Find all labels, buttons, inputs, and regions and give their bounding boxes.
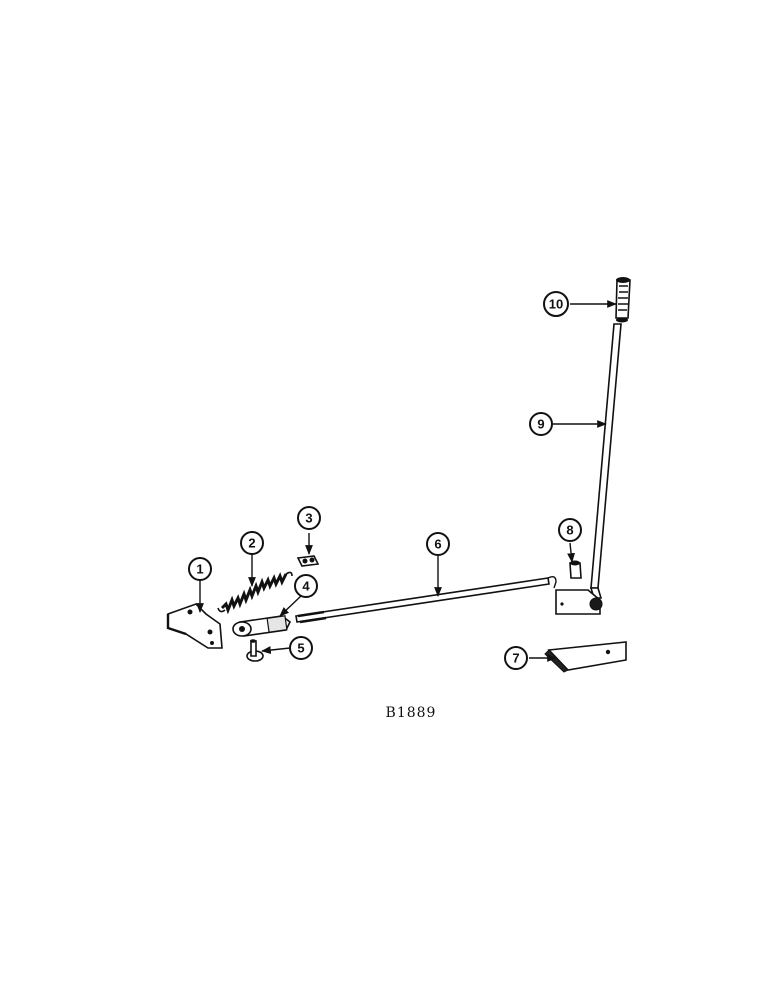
callout-5: 5 [289,636,313,660]
lever-bracket-part [555,589,603,615]
lever-rod-part [589,323,622,599]
callout-label: 10 [549,297,563,312]
callout-label: 9 [537,417,544,432]
callout-2: 2 [240,531,264,555]
leader-lines [196,300,617,662]
handle-grip-part [615,277,631,323]
callout-label: 4 [302,579,310,594]
callout-label: 8 [566,523,573,538]
callout-6: 6 [426,532,450,556]
callout-label: 3 [305,511,312,526]
callout-4: 4 [294,574,318,598]
callout-label: 6 [434,537,441,552]
pin-part [569,560,582,579]
callout-label: 2 [248,536,255,551]
angle-bracket-part [544,641,627,673]
callout-9: 9 [529,412,553,436]
mounting-plate-part [166,603,223,649]
connecting-rod-part [295,575,557,624]
callout-label: 1 [196,562,203,577]
callout-1: 1 [188,557,212,581]
spring-part [217,571,293,615]
bolt-part [246,639,264,662]
callout-label: 7 [512,651,519,666]
figure-code: B1889 [385,705,437,721]
callout-7: 7 [504,646,528,670]
callout-8: 8 [558,518,582,542]
callout-10: 10 [543,291,569,317]
clevis-part [232,615,292,637]
callout-3: 3 [297,506,321,530]
callout-label: 5 [297,641,304,656]
clip-part [296,555,320,567]
